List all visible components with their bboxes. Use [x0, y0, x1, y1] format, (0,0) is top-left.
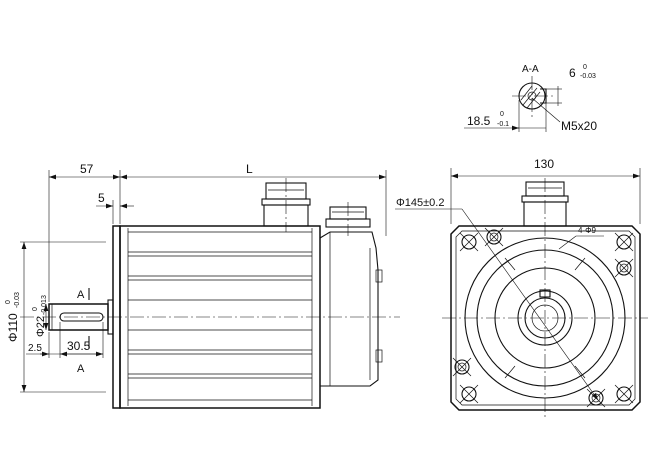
flange-thickness-label: 5: [98, 191, 105, 205]
key-width-value: 6: [569, 66, 576, 80]
section-aa-label: A-A: [522, 64, 539, 75]
shaft-tol-upper: 0: [32, 307, 39, 311]
key-depth-tol-upper: 0: [500, 111, 504, 118]
pilot-diameter-label: Φ110: [6, 313, 20, 342]
key-depth-tol-lower: -0.1: [497, 121, 509, 128]
section-aa-view: A-A 6 0 -0.03 18.5 0 -0.1 M5x20: [464, 64, 597, 133]
shaft-tol-lower: -0.013: [41, 295, 48, 315]
key-depth-value: 18.5: [467, 114, 491, 128]
pilot-tol-upper: 0: [5, 300, 12, 304]
body-length-label: L: [246, 162, 253, 176]
section-mark-bottom: A: [77, 363, 85, 375]
key-width-tol-upper: 0: [583, 64, 587, 71]
front-view: 130 Φ145±0.2 4-Φ9: [395, 157, 648, 420]
key-width-tol-lower: -0.03: [580, 73, 596, 80]
shaft-length-label: 57: [80, 162, 94, 176]
key-length-label: 30.5: [67, 339, 91, 353]
section-mark-top: A: [77, 289, 85, 301]
pilot-tol-lower: -0.03: [14, 292, 21, 308]
shaft-diameter-label: Φ22: [35, 316, 47, 337]
flange-size-label: 130: [534, 157, 554, 171]
pcd-label: Φ145±0.2: [396, 197, 444, 209]
thread-label: M5x20: [561, 119, 597, 133]
holes-label: 4-Φ9: [578, 226, 596, 235]
key-offset-label: 2.5: [28, 343, 42, 354]
side-view: A A 57 L 5 Φ110 0 -0.03 Φ22 0 -0.013: [5, 162, 400, 409]
